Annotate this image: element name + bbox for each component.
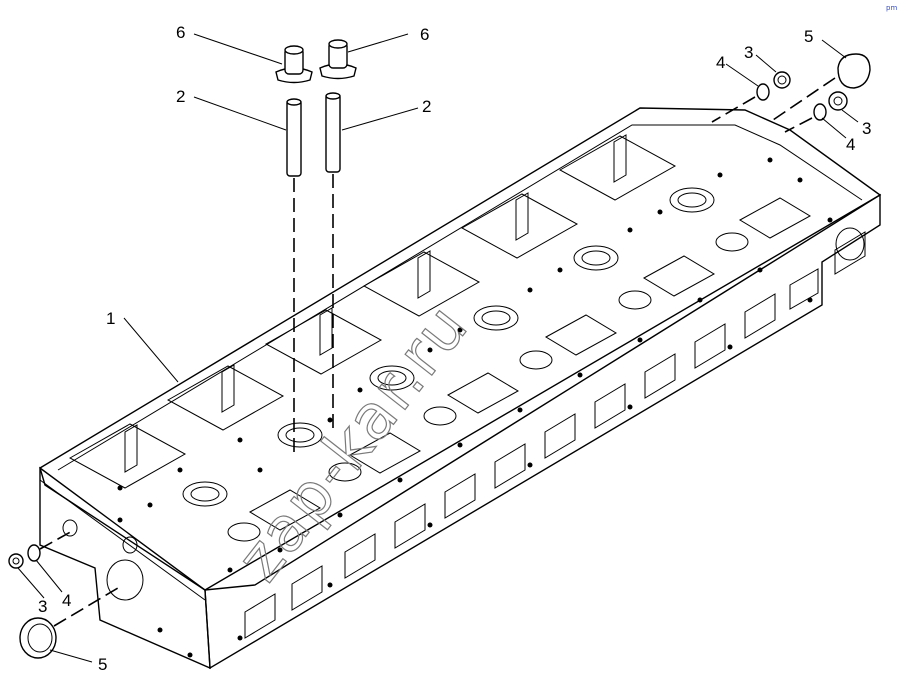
callout-4-top: 4: [716, 53, 725, 72]
callouts: 1 2 2 3 3 3 4 4 4 5 5 6 6: [38, 23, 871, 674]
valve-guide-right: [325, 92, 341, 432]
callout-2-right: 2: [422, 97, 431, 116]
valve-pockets: [68, 134, 677, 489]
cap-right: [769, 53, 871, 123]
callout-6-right: 6: [420, 25, 429, 44]
callout-5-top: 5: [804, 27, 813, 46]
callout-3-top: 3: [744, 43, 753, 62]
top-ports: [248, 197, 812, 531]
corner-mark: pm: [886, 4, 897, 12]
valve-guide-left: [286, 98, 302, 455]
o-ring-right-lower: [813, 103, 827, 121]
cap-left: [19, 587, 119, 659]
callout-3-right: 3: [862, 119, 871, 138]
o-ring-right-upper: [756, 83, 770, 101]
cylinder-head-end-face: [39, 466, 211, 670]
plug-right-upper: [773, 71, 791, 89]
leader-lines: [17, 33, 859, 663]
callout-4-right: 4: [846, 135, 855, 154]
side-windows: [244, 231, 866, 639]
assembly-line-right-upper: [711, 96, 756, 123]
callout-4-left: 4: [62, 591, 71, 610]
assembly-line-right-lower: [784, 117, 813, 133]
cylinder-head: [39, 107, 882, 670]
plug-left: [8, 553, 24, 569]
assembly-line-left-upper: [39, 529, 75, 550]
valve-seal-left: [275, 45, 313, 84]
injector-bores: [182, 187, 749, 542]
plug-right-lower: [828, 91, 848, 111]
callout-3-left: 3: [38, 597, 47, 616]
cylinder-head-side-face: [204, 193, 881, 670]
callout-6-left: 6: [176, 23, 185, 42]
o-ring-left: [27, 544, 41, 562]
callout-2-left: 2: [176, 87, 185, 106]
bolt-holes: [117, 157, 833, 658]
callout-1: 1: [106, 309, 115, 328]
end-port: [106, 559, 144, 601]
callout-5-bottom: 5: [98, 655, 107, 674]
valve-seal-right: [319, 39, 357, 80]
